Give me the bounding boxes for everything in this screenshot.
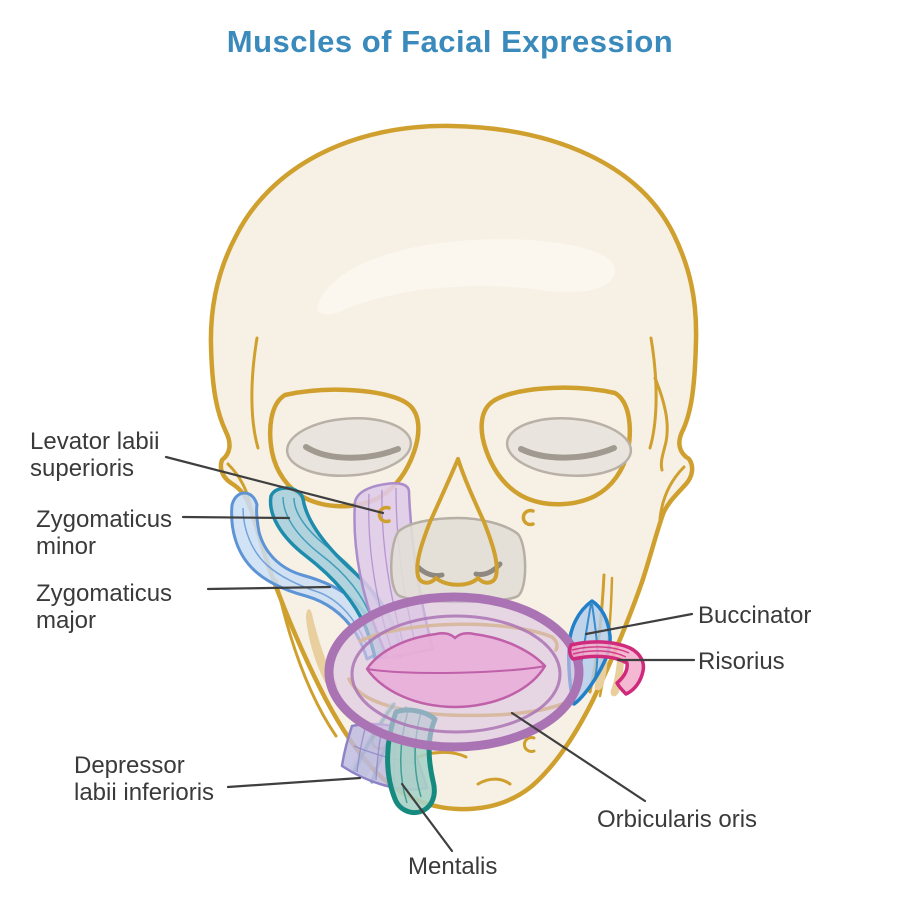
label-depressor-line2: labii inferioris [74, 779, 215, 806]
right-eye-slit [518, 445, 617, 461]
risorius-fiber-line-2 [572, 650, 627, 658]
label-risorius: Risorius [698, 648, 785, 675]
page-title: Muscles of Facial Expression [226, 24, 674, 59]
buccinator-leader-line [584, 612, 694, 636]
label-zygomaticus-minor: Zygomaticus minor [36, 506, 172, 560]
zygomaticus-major-fiber-line [242, 507, 367, 645]
zygomaticus-minor-fiber-line-1 [282, 496, 373, 621]
levator-leader-line [164, 455, 385, 515]
label-zygomaticus-major: Zygomaticus major [36, 580, 172, 634]
label-buccinator: Buccinator [698, 602, 812, 629]
label-zmajor-line2: major [36, 607, 97, 634]
risorius-shape [567, 640, 646, 696]
chin-arc-2 [476, 777, 512, 786]
right-infraorbital-foramen [521, 508, 535, 527]
nose-cartilage [390, 516, 527, 604]
left-eye [285, 416, 413, 478]
label-zminor-line1: Zygomaticus [36, 506, 173, 533]
zygomaticus-major-leader-line [206, 585, 332, 591]
label-zmajor-line1: Zygomaticus [36, 580, 173, 607]
infraorbital-foramina [377, 505, 535, 527]
label-depressor-line1: Depressor [74, 752, 185, 779]
right-jaw-tan-streak-2 [610, 654, 624, 697]
forehead-highlight [317, 239, 616, 315]
label-mentalis: Mentalis [408, 853, 498, 880]
left-mandible-line [274, 578, 338, 738]
left-eye-slit [303, 444, 401, 461]
label-levator-labii-superioris: Levator labii superioris [30, 428, 159, 482]
label-orbicularis-oris: Orbicularis oris [597, 806, 758, 833]
orbicularis-inner-ring [350, 614, 562, 734]
right-eye [505, 416, 633, 478]
leader-lines [164, 455, 696, 853]
left-temple-line [250, 336, 260, 450]
eyes [285, 416, 633, 478]
risorius-muscle [567, 640, 646, 696]
risorius-fiber-line-1 [571, 646, 630, 654]
nasal-aperture [415, 457, 499, 587]
right-cheek-line [658, 465, 686, 521]
orbicularis-leader-line [510, 711, 647, 803]
zygomaticus-minor-leader-line [181, 515, 291, 520]
left-infraorbital-foramen [377, 505, 391, 524]
right-temple-line [648, 336, 658, 450]
mentalis-leader-line [400, 782, 454, 853]
label-depressor-labii-inferioris: Depressor labii inferioris [74, 752, 214, 806]
label-levator-line1: Levator labii [30, 428, 160, 455]
lips-midline [366, 665, 546, 674]
right-mental-foramen [522, 736, 536, 753]
nose [390, 457, 527, 604]
left-nostril [415, 564, 445, 579]
orbicularis-oris-muscle [324, 592, 584, 752]
label-zminor-line2: minor [36, 533, 97, 560]
label-levator-line2: superioris [30, 455, 135, 482]
depressor-leader-line [226, 776, 362, 789]
lips [365, 632, 547, 709]
right-temporal-line [653, 376, 669, 472]
